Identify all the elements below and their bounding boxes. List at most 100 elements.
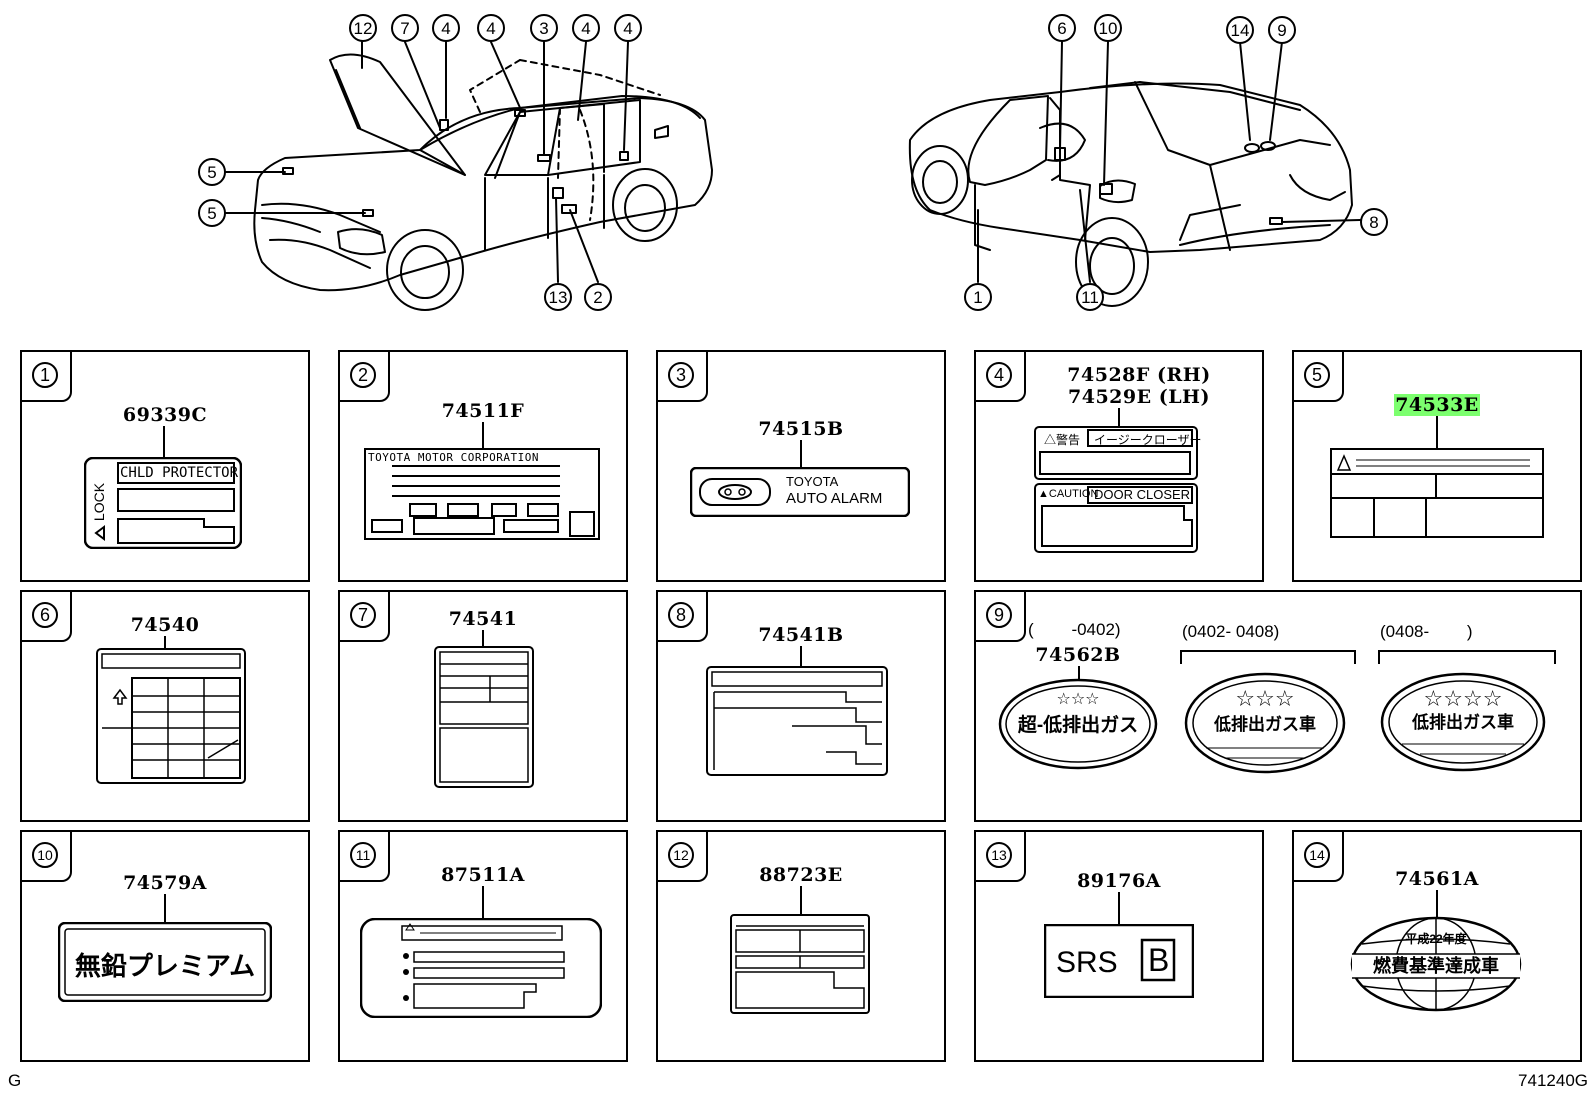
callout-9-right: 9 bbox=[1268, 16, 1296, 44]
callout-2-left: 2 bbox=[584, 283, 612, 311]
callout-3-left: 3 bbox=[530, 14, 558, 42]
label-instruction-card bbox=[730, 914, 870, 1014]
callout-4-left-d: 4 bbox=[614, 14, 642, 42]
panel-1: 1 69339C CHLD PROTECTOR LOCK bbox=[20, 350, 310, 582]
callout-6-right: 6 bbox=[1048, 14, 1076, 42]
panel-number: 7 bbox=[350, 602, 376, 628]
srs-b-text: B bbox=[1148, 942, 1170, 978]
door-closer-text: DOOR CLOSER bbox=[1094, 487, 1191, 502]
panel-number: 10 bbox=[32, 842, 58, 868]
panel-13: 13 89176A SRS B bbox=[974, 830, 1264, 1062]
callout-4-left-c: 4 bbox=[572, 14, 600, 42]
panel-number: 14 bbox=[1304, 842, 1330, 868]
manufacturer-text: TOYOTA MOTOR CORPORATION bbox=[368, 451, 539, 464]
label-unleaded-premium bbox=[58, 922, 272, 1002]
emission-sticker-2-text: 低排出ガス車 bbox=[1214, 715, 1316, 734]
panel-11: 11 87511A bbox=[338, 830, 628, 1062]
range-label-3: (0408- ) bbox=[1380, 622, 1473, 641]
callout-11-right: 11 bbox=[1076, 283, 1104, 311]
range-label-2: (0402- 0408) bbox=[1182, 622, 1280, 641]
part-number: 74515B bbox=[758, 418, 844, 440]
emission-sticker-1: ☆☆☆ bbox=[998, 678, 1158, 770]
panel-10: 10 74579A 無鉛プレミアム bbox=[20, 830, 310, 1062]
label-vehicle-id-plate bbox=[364, 448, 600, 540]
right-car-drawing bbox=[908, 81, 1353, 307]
callout-13-left: 13 bbox=[544, 283, 572, 311]
label-door-closer bbox=[1034, 426, 1198, 553]
fuel-standard-text: 燃費基準達成車 bbox=[1373, 956, 1499, 976]
panel-number: 13 bbox=[986, 842, 1012, 868]
svg-text:☆☆☆☆: ☆☆☆☆ bbox=[1424, 687, 1503, 712]
label-child-protector bbox=[84, 457, 242, 549]
unleaded-premium-text: 無鉛プレミアム bbox=[74, 951, 256, 981]
svg-text:☆☆☆: ☆☆☆ bbox=[1056, 689, 1099, 708]
warning-jp-text: △警告 bbox=[1044, 433, 1081, 447]
easy-closer-jp-text: イージークローザー bbox=[1094, 433, 1202, 447]
caution-text: ▲CAUTION bbox=[1038, 488, 1099, 500]
fiscal-year-text: 平成22年度 bbox=[1405, 932, 1467, 946]
panel-4: 4 74528F (RH) 74529E (LH) △警告 イージークローザー … bbox=[974, 350, 1264, 582]
part-number: 69339C bbox=[122, 404, 208, 426]
emission-sticker-3-text: 低排出ガス車 bbox=[1412, 713, 1514, 732]
callout-5-left-a: 5 bbox=[198, 158, 226, 186]
panel-number: 6 bbox=[32, 602, 58, 628]
label-tire-pressure-table bbox=[96, 648, 246, 784]
callout-7-left: 7 bbox=[391, 14, 419, 42]
range-label-1: ( -0402) bbox=[1028, 620, 1121, 639]
part-number-rh: 74528F (RH) bbox=[1067, 364, 1211, 386]
panel-12: 12 88723E bbox=[656, 830, 946, 1062]
svg-text:☆☆☆: ☆☆☆ bbox=[1235, 687, 1294, 712]
part-number: 74562B bbox=[1035, 644, 1121, 666]
lock-text: LOCK bbox=[91, 482, 108, 522]
part-number: 74511F bbox=[441, 400, 525, 422]
part-number-lh: 74529E (LH) bbox=[1068, 386, 1210, 408]
panel-number: 2 bbox=[350, 362, 376, 388]
emission-sticker-3: ☆☆☆☆ bbox=[1380, 672, 1546, 772]
callout-5-left-b: 5 bbox=[198, 199, 226, 227]
panel-number: 11 bbox=[350, 842, 376, 868]
alarm-text-2: AUTO ALARM bbox=[786, 490, 883, 507]
part-number: 74541 bbox=[448, 608, 518, 630]
footer-figure-number: 741240G bbox=[1518, 1071, 1588, 1090]
srs-text: SRS bbox=[1056, 946, 1118, 979]
panel-2: 2 74511F TOYOTA MOTOR CORPORATION bbox=[338, 350, 628, 582]
panel-3: 3 74515B TOYOTA AUTO ALARM bbox=[656, 350, 946, 582]
part-number: 89176A bbox=[1077, 870, 1161, 892]
emission-sticker-2: ☆☆☆ bbox=[1184, 672, 1346, 774]
part-number: 74561A bbox=[1395, 868, 1479, 890]
part-number: 74579A bbox=[123, 872, 207, 894]
callout-4-left-a: 4 bbox=[432, 14, 460, 42]
label-seat-heater bbox=[360, 918, 602, 1018]
panel-14: 14 74561A 平成22年度 燃費基準達成車 bbox=[1292, 830, 1582, 1062]
child-protector-text: CHLD PROTECTOR bbox=[120, 465, 239, 481]
panel-5: 5 74533E bbox=[1292, 350, 1582, 582]
part-number-highlighted: 74533E bbox=[1394, 394, 1480, 416]
label-srs-airbag bbox=[1044, 924, 1194, 998]
panel-number: 4 bbox=[986, 362, 1012, 388]
panel-number: 12 bbox=[668, 842, 694, 868]
left-car-drawing bbox=[253, 53, 713, 311]
car-illustrations bbox=[225, 41, 1361, 311]
panel-9: 9 ( -0402) (0402- 0408) (0408- ) 74562B … bbox=[974, 590, 1582, 822]
alarm-text-1: TOYOTA bbox=[786, 474, 839, 489]
panel-6: 6 74540 bbox=[20, 590, 310, 822]
label-spec-card bbox=[434, 646, 534, 788]
emission-sticker-1-text: 超-低排出ガス bbox=[1017, 715, 1139, 736]
panel-number: 9 bbox=[986, 602, 1012, 628]
part-number: 74540 bbox=[130, 614, 200, 636]
panel-7: 7 74541 bbox=[338, 590, 628, 822]
label-auto-alarm bbox=[690, 467, 910, 517]
panel-number: 5 bbox=[1304, 362, 1330, 388]
panel-8: 8 74541B bbox=[656, 590, 946, 822]
callout-14-right: 14 bbox=[1226, 16, 1254, 44]
callout-8-right: 8 bbox=[1360, 208, 1388, 236]
panel-number: 1 bbox=[32, 362, 58, 388]
callout-10-right: 10 bbox=[1094, 14, 1122, 42]
callout-4-left-b: 4 bbox=[477, 14, 505, 42]
part-number: 74541B bbox=[758, 624, 844, 646]
callout-12-left: 12 bbox=[349, 14, 377, 42]
label-info-table bbox=[1330, 448, 1544, 538]
part-number: 87511A bbox=[441, 864, 525, 886]
panel-number: 8 bbox=[668, 602, 694, 628]
label-fuel-economy-globe bbox=[1350, 916, 1522, 1012]
